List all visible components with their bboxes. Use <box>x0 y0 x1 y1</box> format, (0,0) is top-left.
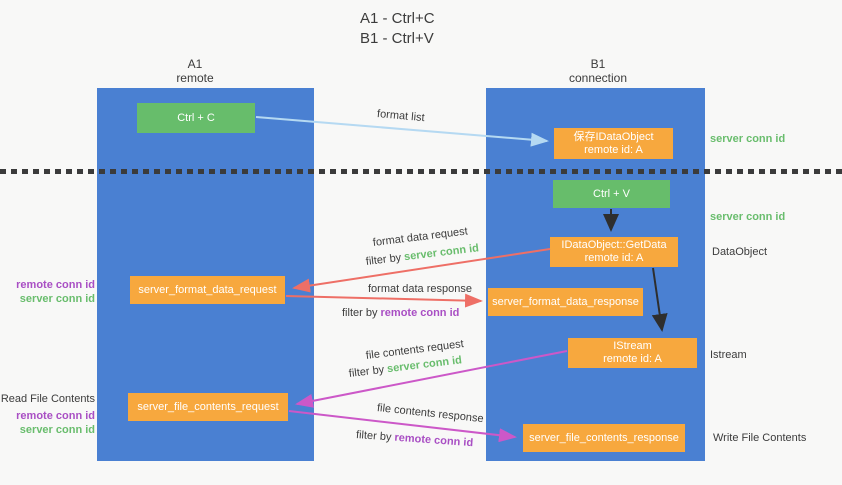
lifeline-b1-role: connection <box>568 71 628 85</box>
node-format-request-label: server_format_data_request <box>138 283 277 296</box>
arrow-format-data-response <box>285 293 483 308</box>
node-file-response-label: server_file_contents_response <box>529 431 679 444</box>
node-getdata-line2: remote id: A <box>584 252 644 264</box>
filter-prefix: filter by <box>355 429 395 444</box>
node-istream-line2: remote id: A <box>603 353 662 365</box>
node-format-response-label: server_format_data_response <box>492 295 639 308</box>
label-filter-file-response: filter by remote conn id <box>356 429 474 450</box>
node-server-file-contents-request: server_file_contents_request <box>128 393 288 421</box>
node-ctrl-c: Ctrl + C <box>137 103 255 133</box>
title-line-1: A1 - Ctrl+C <box>360 10 435 27</box>
node-save-idataobject: 保存IDataObject remote id: A <box>554 128 673 159</box>
label-remote-conn-id-left-top: remote conn id <box>16 279 95 291</box>
node-ctrl-v: Ctrl + V <box>553 180 670 208</box>
title-line-2: B1 - Ctrl+V <box>360 30 434 47</box>
node-save-idataobject-line1: 保存IDataObject <box>573 130 654 143</box>
node-file-request-label: server_file_contents_request <box>137 400 279 413</box>
filter-key-remote-conn-id: remote conn id <box>394 431 474 450</box>
label-server-conn-id-left-bottom: server conn id <box>19 424 95 436</box>
node-istream: IStream remote id: A <box>568 338 697 368</box>
lifeline-a1-name: A1 <box>187 57 203 71</box>
label-istream: Istream <box>710 349 747 361</box>
lifeline-a1-role: remote <box>176 71 214 85</box>
filter-prefix: filter by <box>348 363 388 380</box>
node-save-idataobject-line2: remote id: A <box>584 143 643 156</box>
label-remote-conn-id-left-bottom: remote conn id <box>16 410 95 422</box>
lifeline-header-b1: B1 connection <box>538 57 658 85</box>
filter-prefix: filter by <box>342 307 381 319</box>
node-server-format-data-request: server_format_data_request <box>130 276 285 304</box>
node-server-file-contents-response: server_file_contents_response <box>523 424 685 452</box>
label-format-list: format list <box>376 108 426 125</box>
node-getdata-line1: IDataObject::GetData <box>561 239 667 251</box>
node-ctrl-v-label: Ctrl + V <box>593 187 630 200</box>
label-dataobject: DataObject <box>712 246 768 258</box>
lifeline-b1-name: B1 <box>590 57 606 71</box>
label-server-conn-id-left-top: server conn id <box>19 293 95 305</box>
filter-key-remote-conn-id: remote conn id <box>380 307 460 319</box>
node-istream-line1: IStream <box>613 340 652 352</box>
node-server-format-data-response: server_format_data_response <box>488 288 643 316</box>
label-file-contents-response: file contents response <box>376 402 485 426</box>
diagram-title: A1 - Ctrl+C B1 - Ctrl+V <box>360 9 435 49</box>
filter-prefix: filter by <box>365 251 405 268</box>
phase-separator-dotted-line <box>0 169 842 174</box>
label-read-file-contents: Read File Contents <box>0 393 95 405</box>
label-server-conn-id-top-right: server conn id <box>710 133 786 145</box>
label-server-conn-id-mid-right: server conn id <box>710 211 786 223</box>
node-ctrl-c-label: Ctrl + C <box>177 111 215 124</box>
lifeline-header-a1: A1 remote <box>135 57 255 85</box>
label-write-file-contents: Write File Contents <box>713 432 807 444</box>
label-format-data-response: format data response <box>368 283 472 295</box>
filter-key-server-conn-id: server conn id <box>403 242 480 264</box>
node-idataobject-getdata: IDataObject::GetData remote id: A <box>550 237 678 267</box>
label-filter-format-response: filter by remote conn id <box>342 307 459 320</box>
